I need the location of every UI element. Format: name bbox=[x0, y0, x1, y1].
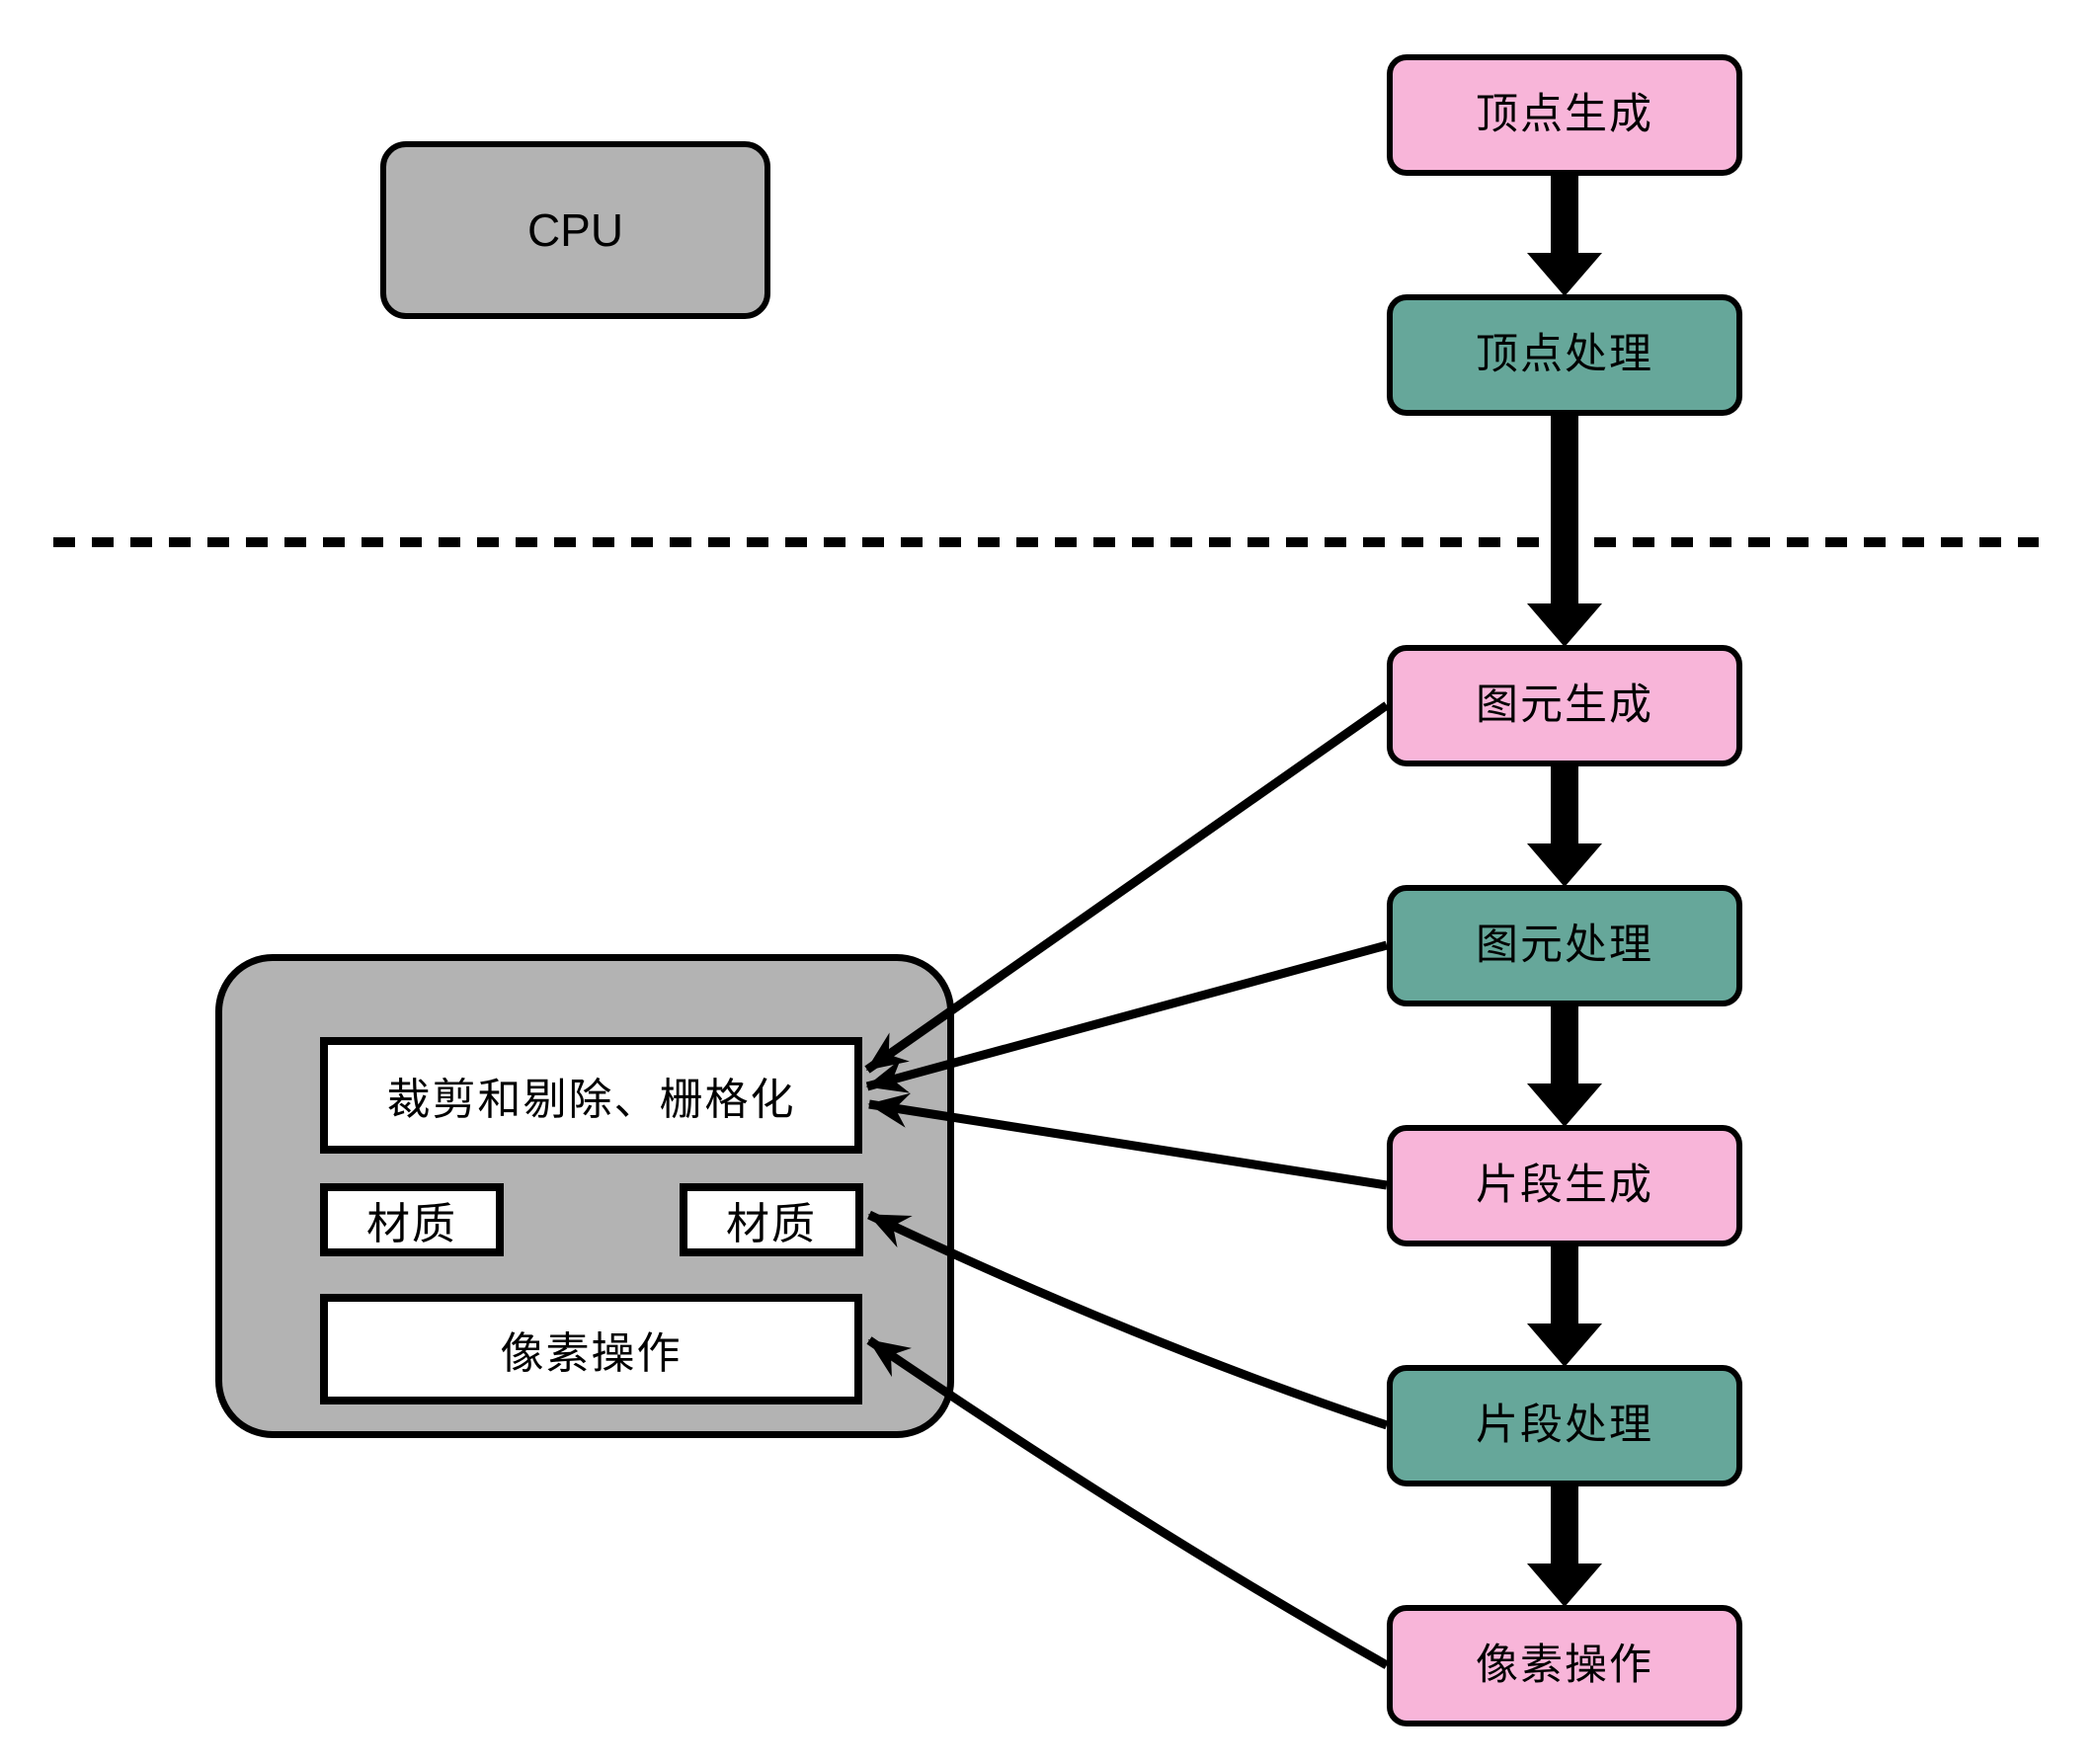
pipeline-box-primitive-processing: 图元处理 bbox=[1387, 885, 1742, 1006]
texture-box-right: 材质 bbox=[680, 1183, 863, 1256]
texture-right-label: 材质 bbox=[726, 1200, 817, 1248]
pipeline-box-vertex-generation: 顶点生成 bbox=[1387, 54, 1742, 176]
flow-arrow-primitive-proc-to-fragment-gen bbox=[1527, 1003, 1602, 1127]
pipeline-box-primitive-generation: 图元生成 bbox=[1387, 645, 1742, 766]
pipeline-label: 图元生成 bbox=[1476, 681, 1653, 729]
texture-box-left: 材质 bbox=[320, 1183, 504, 1256]
pipeline-box-pixel-operations: 像素操作 bbox=[1387, 1605, 1742, 1726]
pixel-operations-hw-label: 像素操作 bbox=[500, 1329, 683, 1378]
pipeline-label: 顶点生成 bbox=[1476, 90, 1653, 138]
pipeline-box-vertex-processing: 顶点处理 bbox=[1387, 294, 1742, 416]
cpu-box: CPU bbox=[380, 141, 770, 319]
pipeline-label: 图元处理 bbox=[1476, 921, 1653, 969]
flow-arrow-vertex-gen-to-vertex-proc bbox=[1527, 173, 1602, 296]
flow-arrow-fragment-proc-to-pixel-ops bbox=[1527, 1483, 1602, 1607]
pipeline-box-fragment-generation: 片段生成 bbox=[1387, 1125, 1742, 1246]
flow-arrow-primitive-gen-to-primitive-proc bbox=[1527, 763, 1602, 887]
pipeline-label: 像素操作 bbox=[1476, 1641, 1653, 1689]
cpu-label: CPU bbox=[526, 203, 624, 256]
pipeline-label: 片段生成 bbox=[1476, 1161, 1653, 1209]
pipeline-label: 顶点处理 bbox=[1476, 330, 1653, 378]
pipeline-box-fragment-processing: 片段处理 bbox=[1387, 1365, 1742, 1486]
flow-arrow-fragment-gen-to-fragment-proc bbox=[1527, 1243, 1602, 1367]
flow-arrow-vertex-proc-to-primitive-gen bbox=[1527, 413, 1602, 647]
pixel-operations-hw-box: 像素操作 bbox=[320, 1294, 862, 1404]
clip-cull-rasterize-box: 裁剪和剔除、栅格化 bbox=[320, 1037, 862, 1154]
clip-cull-rasterize-label: 裁剪和剔除、栅格化 bbox=[386, 1076, 796, 1124]
texture-left-label: 材质 bbox=[366, 1200, 457, 1248]
pipeline-label: 片段处理 bbox=[1476, 1401, 1653, 1449]
